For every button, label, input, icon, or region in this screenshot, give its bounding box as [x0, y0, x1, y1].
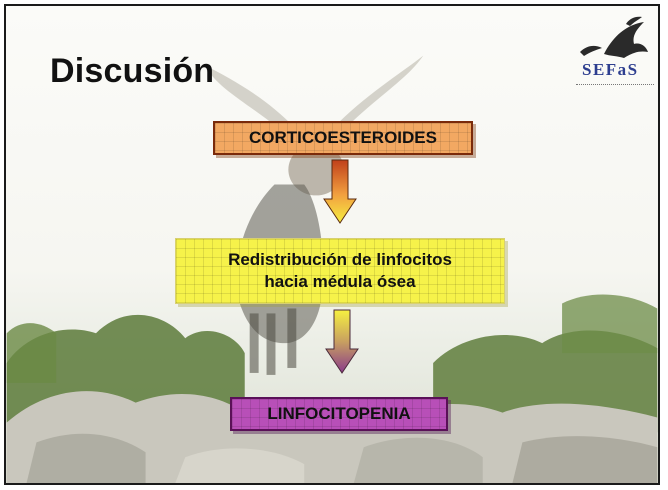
step-redistribucion: Redistribución de linfocitos hacia médul…: [175, 238, 505, 304]
logo-tagline-line: [576, 84, 654, 88]
step-linfocitopenia: LINFOCITOPENIA: [230, 397, 448, 431]
step2-label-line2: hacia médula ósea: [264, 272, 416, 291]
ibex-photo-background: [6, 55, 658, 483]
step-corticoesteroides: CORTICOESTEROIDES: [213, 121, 473, 155]
sefas-logo: SEFaS: [574, 14, 658, 94]
sefas-logo-icon: [580, 16, 648, 58]
arrow-down-icon: [325, 309, 359, 374]
presentation-slide: Discusión SEFaS CORTICOESTEROIDES Redist…: [4, 4, 660, 485]
step2-label-line1: Redistribución de linfocitos: [228, 250, 452, 269]
slide-title: Discusión: [50, 52, 215, 90]
arrow-down-icon: [323, 159, 357, 224]
step1-label: CORTICOESTEROIDES: [249, 128, 437, 147]
logo-text: SEFaS: [582, 60, 639, 79]
step3-label: LINFOCITOPENIA: [267, 404, 411, 423]
